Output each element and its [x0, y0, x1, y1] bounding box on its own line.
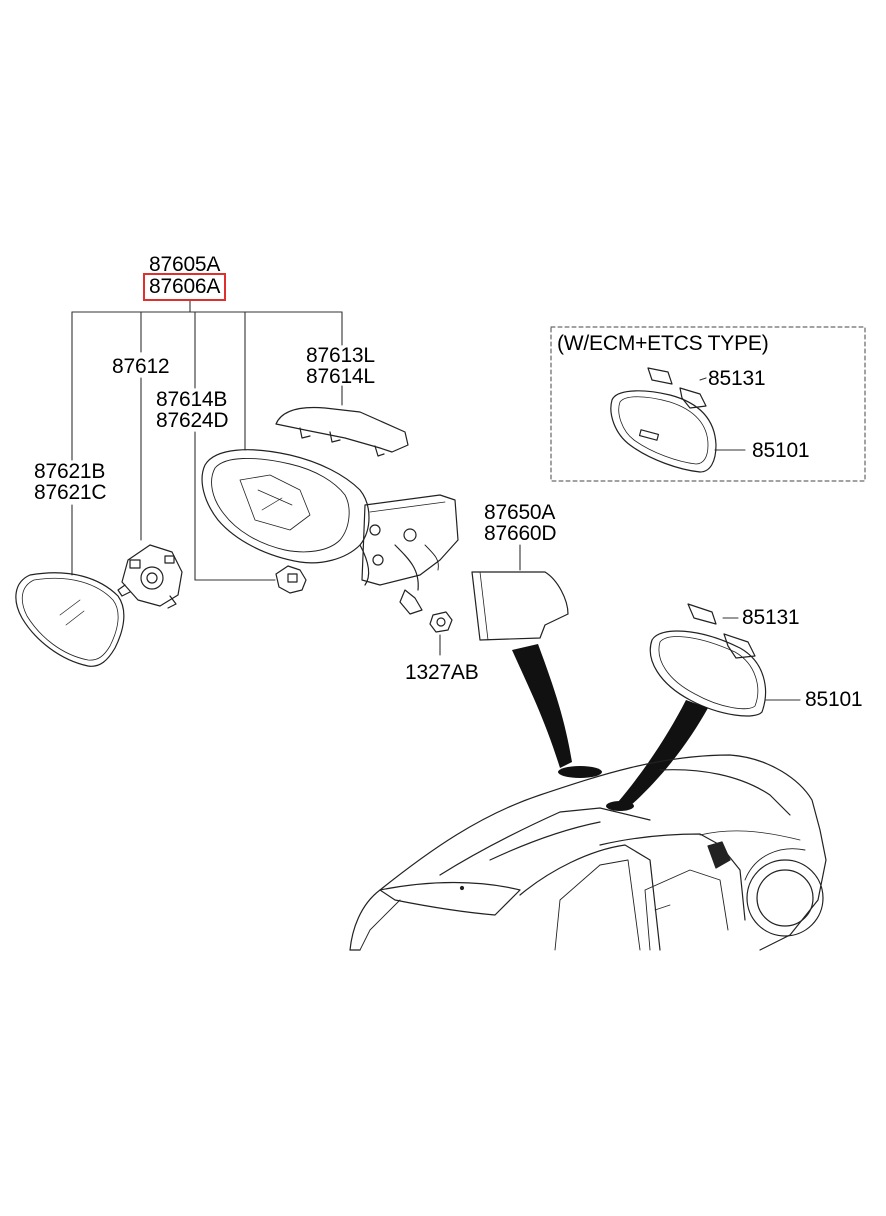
mirror-glass-icon	[15, 572, 125, 667]
pointer-wedge-left	[512, 644, 572, 768]
label-87614L: 87614L	[306, 365, 375, 388]
variant-box-frame	[550, 326, 866, 482]
mirror-base-icon	[361, 494, 459, 615]
cover-strip-icon	[275, 406, 409, 457]
variant-box-title: (W/ECM+ETCS TYPE)	[557, 332, 769, 355]
label-87621C: 87621C	[34, 481, 107, 504]
label-87612: 87612	[112, 355, 170, 378]
label-87614B: 87614B	[156, 388, 228, 411]
ecm-mirror-icon	[649, 603, 767, 717]
label-87660D: 87660D	[484, 522, 557, 545]
label-87621B: 87621B	[34, 460, 106, 483]
mirror-housing-icon	[201, 449, 370, 586]
mirror-cap-icon	[471, 571, 569, 641]
leader-lines	[71, 299, 801, 701]
actuator-icon	[117, 544, 183, 609]
label-87606A-highlighted[interactable]: 87606A	[142, 273, 227, 301]
label-87650A: 87650A	[484, 501, 556, 524]
label-85131-boxed: 85131	[708, 367, 766, 390]
side-lamp-icon	[275, 565, 307, 594]
car-body-icon	[349, 754, 827, 951]
label-87605A: 87605A	[149, 253, 221, 276]
label-1327AB: 1327AB	[405, 661, 479, 684]
label-87624D: 87624D	[156, 409, 229, 432]
label-87613L: 87613L	[306, 344, 375, 367]
nut-icon	[429, 611, 453, 633]
pointer-wedge-right	[618, 700, 708, 808]
label-85101-boxed: 85101	[752, 439, 810, 462]
ecm-mirror-boxed-icon	[610, 367, 717, 473]
label-85101: 85101	[805, 688, 863, 711]
label-85131: 85131	[742, 606, 800, 629]
